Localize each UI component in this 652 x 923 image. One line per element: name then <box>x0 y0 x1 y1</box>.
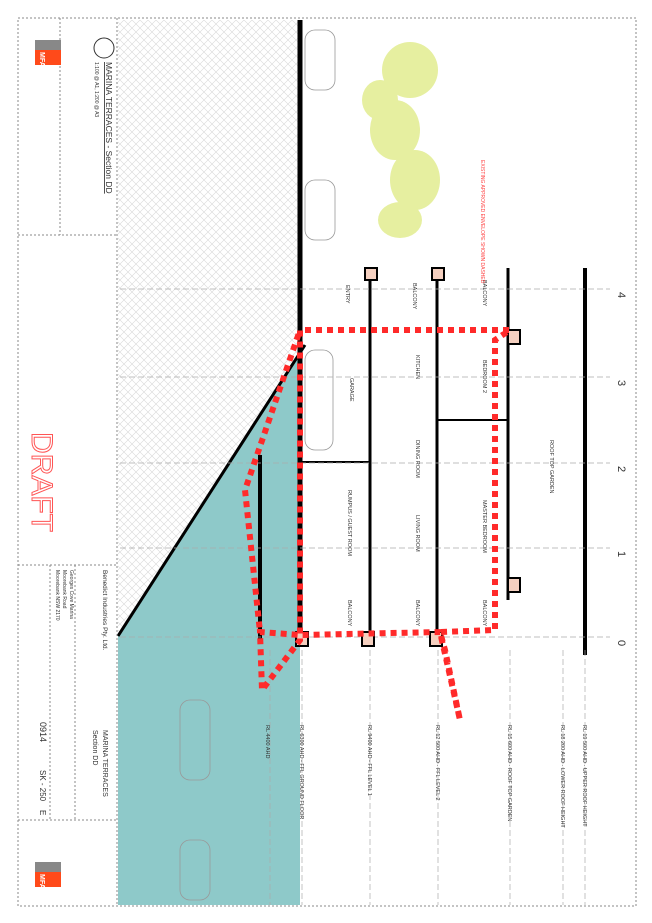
floor-slabs <box>258 20 587 655</box>
grid-label: 4 <box>615 292 627 298</box>
address-line: Moorebank Road <box>61 570 67 609</box>
grid-label: 3 <box>615 380 627 386</box>
level-label: RL 12 500 AHD - FFL LEVEL 2 <box>434 725 440 801</box>
bank-line <box>116 344 307 637</box>
room-label: RUMPUS / GUEST ROOM <box>346 490 352 556</box>
level-label: RL 9400 AHD - FFL LEVEL 1 <box>366 725 372 796</box>
grid-label: 0 <box>615 640 627 646</box>
client-name: Benedict Industries Pty. Ltd. <box>101 570 108 651</box>
sheet-title: Section DD <box>91 730 98 765</box>
room-label: KITCHEN <box>414 355 420 379</box>
room-labels: ENTRY GARAGE RUMPUS / GUEST ROOM BALCONY… <box>344 160 554 627</box>
title-block <box>18 18 118 906</box>
room-label: MASTER BEDROOM <box>481 500 487 553</box>
draft-stamp: DRAFT <box>25 432 58 532</box>
level-label: RL 18 200 AHD - LOWER ROOF HEIGHT <box>559 725 565 828</box>
approved-envelope <box>241 327 520 721</box>
room-label: BALCONY <box>414 600 420 627</box>
level-label: RL 4400 AHD <box>264 725 270 758</box>
room-label: BALCONY <box>346 600 352 627</box>
job-number: 0914 <box>38 722 48 742</box>
room-label: ENTRY <box>344 285 350 304</box>
ground-hatch <box>118 20 300 636</box>
grid-labels: 4 3 2 1 0 <box>615 292 627 646</box>
revision: E <box>38 810 47 815</box>
room-label: BALCONY <box>411 283 417 310</box>
section-marker-icon <box>93 37 115 59</box>
grid-label: 2 <box>615 466 627 472</box>
room-label: DINING ROOM <box>414 440 420 478</box>
address-line: Georges Cove Marina <box>68 570 74 619</box>
room-label: ROOF TOP GARDEN <box>548 440 554 494</box>
level-labels: RL 4400 AHD RL 6300 AHD - FFL GROUND FLO… <box>264 725 587 828</box>
level-label: RL 19 500 AHD - UPPER ROOF HEIGHT <box>581 725 587 827</box>
cars <box>179 29 336 901</box>
logo-bottom: MFA <box>35 862 61 889</box>
scale-note: 1:100 @ A1, 1:200 @ A3 <box>93 62 99 117</box>
envelope-note: EXISTING APPROVED ENVELOPE SHOWN DASHED <box>479 160 485 284</box>
logo-text: MFA <box>38 52 45 67</box>
trees <box>362 42 440 238</box>
room-label: BALCONY <box>481 280 487 307</box>
grid-label: 1 <box>615 551 627 557</box>
address-line: Moorebank NSW 2170 <box>54 570 60 621</box>
level-label: RL 6300 AHD - FFL GROUND FLOOR <box>298 725 304 819</box>
drawing-number: SK - 250 <box>38 770 47 802</box>
room-label: BEDROOM 2 <box>481 360 487 393</box>
logo-top: MFA <box>35 40 61 67</box>
room-label: GARAGE <box>348 378 354 402</box>
logo-text: MFA <box>38 874 45 889</box>
project-name: MARINA TERRACES <box>101 730 108 797</box>
drawing-title: MARINA TERRACES - Section DD <box>104 62 114 194</box>
level-label: RL 15 600 AHD - ROOF TOP GARDEN <box>506 725 512 821</box>
room-label: LIVING ROOM <box>414 515 420 552</box>
columns <box>295 267 521 647</box>
room-label: BALCONY <box>481 600 487 627</box>
